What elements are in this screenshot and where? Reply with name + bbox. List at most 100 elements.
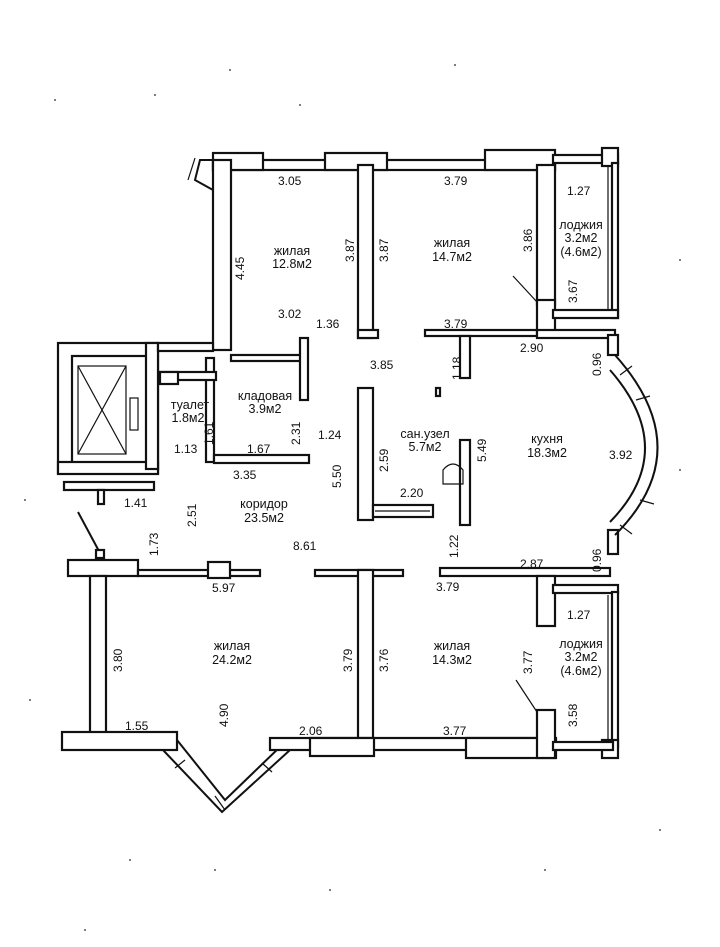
dim-167: 1.67 xyxy=(247,442,271,456)
room-labels: жилая 12.8м2 жилая 14.7м2 лоджия 3.2м2 (… xyxy=(171,218,603,678)
dim-380: 3.80 xyxy=(111,648,125,672)
top-wall-pier-2 xyxy=(323,151,389,172)
dimension-labels-vertical: 4.45 3.87 3.87 3.86 3.67 0.96 1.18 1.61 … xyxy=(111,228,604,727)
dim-113: 1.13 xyxy=(174,442,198,456)
elevator-shaft xyxy=(77,365,127,455)
living-top-left-wall xyxy=(66,558,140,578)
dim-387-left: 3.87 xyxy=(343,238,357,262)
dim-096-top: 0.96 xyxy=(590,352,604,376)
living-bay-seg-1 xyxy=(174,759,186,769)
kitchen-name: кухня xyxy=(531,432,563,446)
dim-490: 4.90 xyxy=(217,703,231,727)
storage-name: кладовая xyxy=(238,389,292,403)
stair-corridor-top xyxy=(156,341,215,353)
dim-155: 1.55 xyxy=(125,719,149,733)
dim-141: 1.41 xyxy=(124,496,148,510)
toilet-right-wall xyxy=(204,356,216,464)
loggia2-area-alt: (4.6м2) xyxy=(560,664,601,678)
corridor-diagonal-post xyxy=(94,548,106,560)
bedroom2-area: 14.7м2 xyxy=(432,250,472,264)
bathroom-name: сан.узел xyxy=(400,427,449,441)
living-bay-seg-3 xyxy=(261,762,273,773)
loggia2-right-wall xyxy=(610,590,620,749)
storage-area: 3.9м2 xyxy=(249,402,282,416)
top-left-notch xyxy=(193,159,214,191)
dim-290: 2.90 xyxy=(520,341,544,355)
bedroom1-name: жилая xyxy=(274,244,310,258)
dim-377-bottom: 3.77 xyxy=(443,724,467,738)
dim-379-low: 3.79 xyxy=(436,580,460,594)
dim-392: 3.92 xyxy=(609,448,633,462)
living-left-wall xyxy=(88,574,108,738)
stair-block-inner xyxy=(70,354,150,466)
bedroom1-left-wall xyxy=(211,158,233,352)
dim-387-right: 3.87 xyxy=(377,238,391,262)
kitchen-top-wall xyxy=(535,328,617,340)
dim-251: 2.51 xyxy=(185,503,199,527)
dim-379-living: 3.79 xyxy=(341,648,355,672)
dim-367: 3.67 xyxy=(566,279,580,303)
dim-302: 3.02 xyxy=(278,307,302,321)
dim-118: 1.18 xyxy=(450,356,464,380)
dim-220: 2.20 xyxy=(400,486,424,500)
corridor-left-diagonal xyxy=(77,511,101,554)
dim-445: 4.45 xyxy=(233,256,247,280)
elevator-panel xyxy=(129,397,139,431)
dim-377-vertical: 3.77 xyxy=(521,650,535,674)
dim-386: 3.86 xyxy=(521,228,535,252)
loggia2-top-wall xyxy=(551,583,620,595)
dim-379-mid: 3.79 xyxy=(444,317,468,331)
living-bay-inner xyxy=(176,739,283,802)
dim-231: 2.31 xyxy=(289,421,303,445)
elevator-cross-2 xyxy=(77,365,127,455)
kitchen-bay-bottom-post xyxy=(606,528,620,556)
dim-173: 1.73 xyxy=(147,532,161,556)
bedroom3-area: 14.3м2 xyxy=(432,653,472,667)
dim-136: 1.36 xyxy=(316,317,340,331)
kitchen-left-wall-lower xyxy=(458,438,472,527)
bedroom1-bottom-wall xyxy=(229,353,303,363)
dim-206: 2.06 xyxy=(299,724,323,738)
bedroom3-right-wall-upper xyxy=(535,574,557,628)
bathroom-left-wall xyxy=(356,386,375,522)
bedroom2-right-wall xyxy=(535,163,557,307)
toilet-name: туалет xyxy=(171,398,210,412)
corridor-name: коридор xyxy=(240,497,288,511)
loggia1-name: лоджия xyxy=(559,218,603,232)
loggia2-area: 3.2м2 xyxy=(565,650,598,664)
dim-127-low: 1.27 xyxy=(567,608,591,622)
bedroom1-area: 12.8м2 xyxy=(272,257,312,271)
loggia1-corner-post xyxy=(600,146,620,168)
loggia1-area: 3.2м2 xyxy=(565,231,598,245)
bedroom-partition-wall xyxy=(356,163,375,340)
dim-096-low: 0.96 xyxy=(590,548,604,572)
dim-335: 3.35 xyxy=(233,468,257,482)
bedroom3-right-wall-lower xyxy=(535,708,557,760)
dim-127-top: 1.27 xyxy=(567,184,591,198)
storage-right-wall xyxy=(298,336,310,402)
bottom-wall-pier-1 xyxy=(308,736,376,758)
loggia1-area-alt: (4.6м2) xyxy=(560,245,601,259)
living-bay-seg-2 xyxy=(214,795,226,811)
dim-597: 5.97 xyxy=(212,581,236,595)
bedroom2-name: жилая xyxy=(434,236,470,250)
kitchen-bottom-wall xyxy=(438,566,612,578)
loggia1-right-wall xyxy=(610,161,620,320)
door-swing-bedroom3 xyxy=(515,679,538,713)
dim-124: 1.24 xyxy=(318,428,342,442)
bedroom3-name: жилая xyxy=(434,639,470,653)
dim-385: 3.85 xyxy=(370,358,394,372)
bay-segment-3 xyxy=(639,499,655,505)
dim-549: 5.49 xyxy=(475,438,489,462)
door-swing-bedroom2 xyxy=(512,275,538,303)
bay-segment-2 xyxy=(635,395,651,401)
living-name: жилая xyxy=(214,639,250,653)
bathroom-area: 5.7м2 xyxy=(409,440,442,454)
bedroom2-bottom-stub xyxy=(356,328,380,340)
kitchen-bay-top-post xyxy=(606,333,620,357)
bay-segment-4 xyxy=(619,524,633,535)
living-bay-outer xyxy=(162,749,291,814)
dim-379-top: 3.79 xyxy=(444,174,468,188)
loggia2-bottom-wall xyxy=(551,740,615,752)
